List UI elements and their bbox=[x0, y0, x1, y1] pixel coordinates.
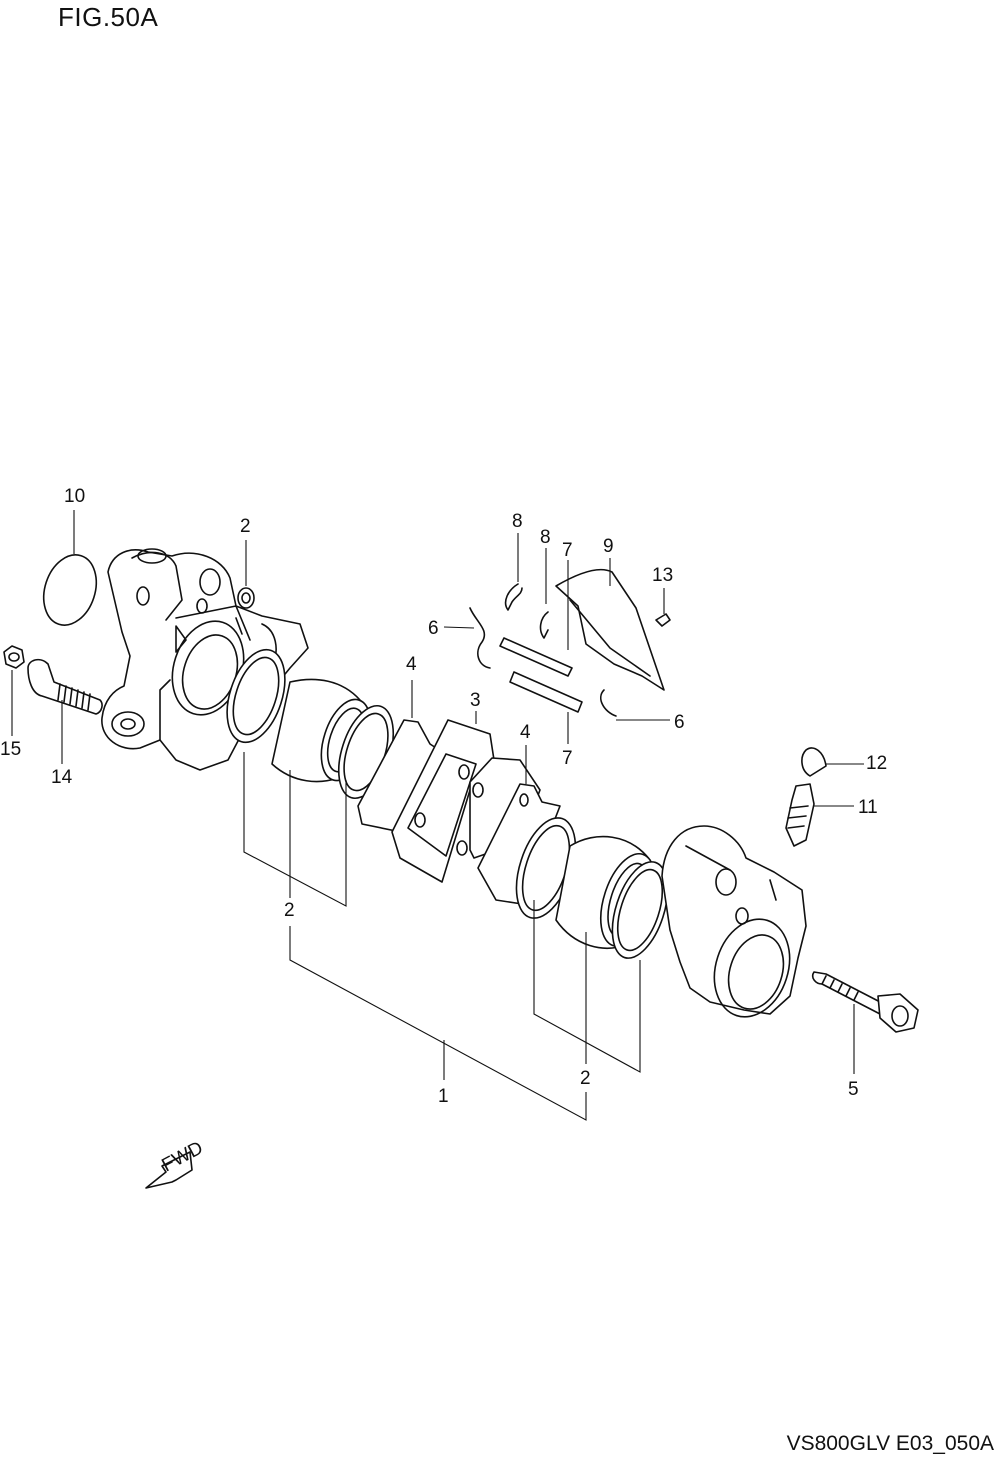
clips[interactable] bbox=[469, 583, 617, 717]
callout-8: 8 bbox=[512, 511, 523, 532]
callout-15: 15 bbox=[0, 739, 21, 760]
callout-2: 2 bbox=[284, 900, 295, 921]
callout-11: 11 bbox=[858, 797, 878, 818]
part-cap[interactable] bbox=[35, 548, 105, 632]
fwd-arrow-icon: FWD bbox=[145, 1138, 207, 1189]
part-screw[interactable] bbox=[655, 613, 671, 627]
callout-2: 2 bbox=[580, 1068, 591, 1089]
leader-lines bbox=[11, 510, 864, 1121]
callout-labels: 10 2 8 8 7 9 13 6 6 15 14 4 3 4 7 12 11 … bbox=[0, 486, 887, 1107]
callout-1: 1 bbox=[438, 1086, 449, 1107]
callout-7: 7 bbox=[562, 748, 573, 769]
callout-9: 9 bbox=[603, 536, 614, 557]
caliper-half-right[interactable] bbox=[661, 825, 807, 1027]
callout-14: 14 bbox=[51, 767, 73, 788]
callout-3: 3 bbox=[470, 690, 481, 711]
callout-8: 8 bbox=[540, 527, 551, 548]
part-seal-small[interactable] bbox=[237, 587, 255, 609]
part-bolt-left[interactable] bbox=[27, 658, 103, 715]
callout-13: 13 bbox=[652, 565, 673, 586]
figure-title: FIG.50A bbox=[58, 2, 159, 32]
piston-seals-right[interactable] bbox=[505, 811, 678, 965]
part-bolt-right[interactable] bbox=[811, 971, 919, 1033]
figure-code: VS800GLV E03_050A bbox=[786, 1432, 994, 1455]
callout-6: 6 bbox=[674, 712, 685, 733]
callout-4: 4 bbox=[520, 722, 531, 743]
part-nut[interactable] bbox=[3, 645, 25, 669]
callout-4: 4 bbox=[406, 654, 417, 675]
pad-spring[interactable] bbox=[555, 568, 665, 691]
callout-7: 7 bbox=[562, 540, 573, 561]
callout-10: 10 bbox=[64, 486, 85, 507]
bleeder-cap[interactable] bbox=[801, 747, 827, 777]
brake-pads[interactable] bbox=[357, 719, 561, 905]
callout-2: 2 bbox=[240, 516, 251, 537]
bleeder-valve[interactable] bbox=[785, 783, 815, 847]
callout-12: 12 bbox=[866, 753, 887, 774]
pad-pins[interactable] bbox=[499, 637, 583, 713]
callout-6: 6 bbox=[428, 618, 439, 639]
callout-5: 5 bbox=[848, 1079, 859, 1100]
